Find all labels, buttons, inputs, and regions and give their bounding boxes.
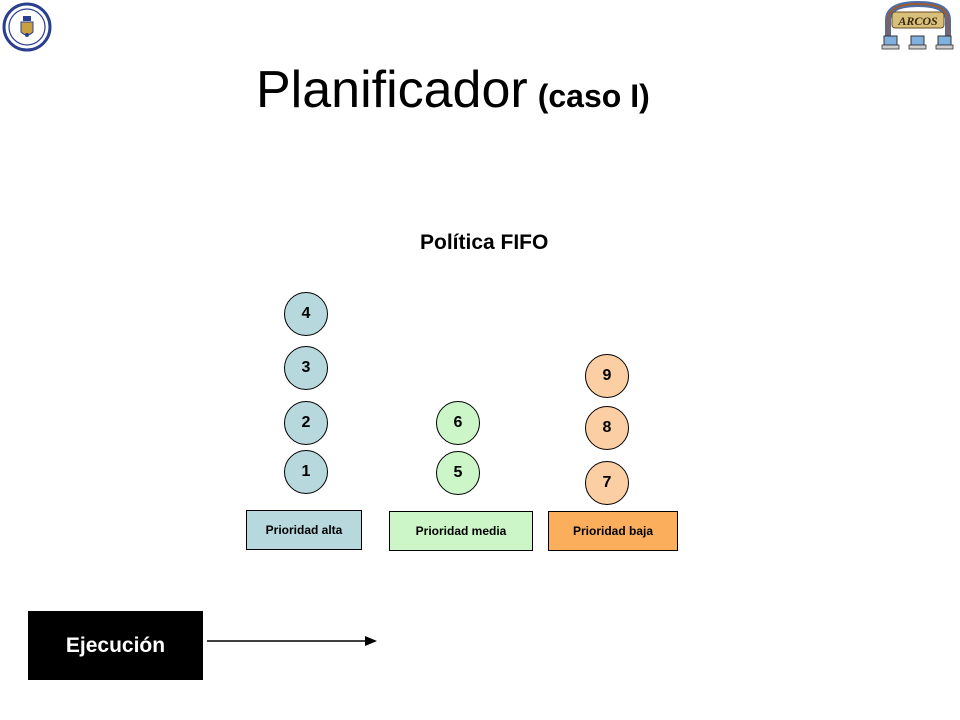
svg-text:ARCOS: ARCOS	[897, 14, 938, 28]
process-node: 7	[585, 461, 629, 505]
queue-high-priority: Prioridad alta	[246, 510, 362, 550]
queue-low-priority: Prioridad baja	[548, 511, 678, 551]
process-node: 1	[284, 450, 328, 494]
execution-box: Ejecución	[28, 611, 203, 680]
title-sub: (caso I)	[537, 78, 650, 114]
policy-label: Política FIFO	[420, 231, 549, 254]
arrow-icon	[207, 636, 377, 646]
process-node: 9	[585, 354, 629, 398]
arcos-logo: ARCOS	[881, 0, 954, 50]
process-node: 5	[436, 451, 480, 495]
queue-medium-priority: Prioridad media	[389, 511, 533, 551]
page-title: Planificador(caso I)	[256, 60, 650, 120]
title-main: Planificador	[256, 61, 528, 119]
process-node: 4	[284, 292, 328, 336]
university-logo	[2, 2, 52, 52]
process-node: 2	[284, 401, 328, 445]
process-node: 6	[436, 401, 480, 445]
process-node: 3	[284, 346, 328, 390]
process-node: 8	[585, 406, 629, 450]
